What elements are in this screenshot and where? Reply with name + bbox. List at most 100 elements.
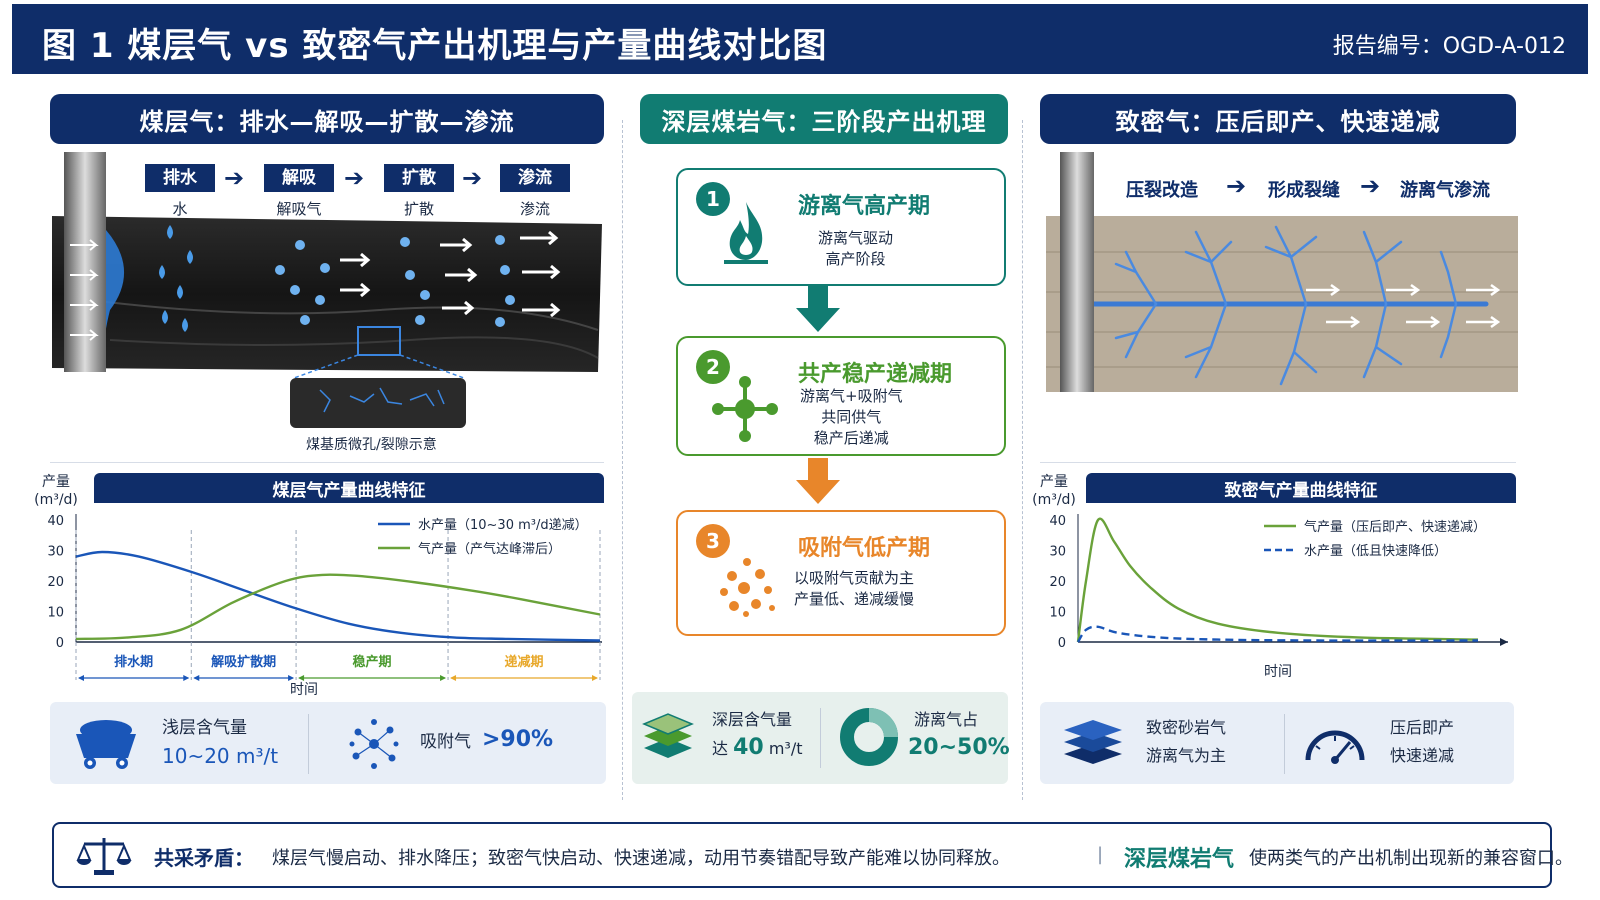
phase-label: 解吸扩散期 [210,654,276,670]
arrow-right-icon: ➔ [224,164,245,192]
stage-text: 以吸附气贡献为主 产量低、递减缓慢 [794,568,914,610]
adsorbed-label: 吸附气 [420,732,471,752]
arrow-right-icon: ➔ [1360,172,1381,200]
stage-line: 产量低、递减缓慢 [794,590,915,608]
sandstone-layers-icon [1064,720,1122,764]
chart1-title: 煤层气产量曲线特征 [94,473,604,503]
scattered-dots-icon [720,558,775,617]
ylabel-text: 产量 (m³/d) [34,474,78,508]
stage-number: 3 [696,524,730,558]
legend-label: 气产量（产气达峰滞后） [418,541,561,557]
shallow-content-value: 10~20 m³/t [162,744,279,768]
series-line-1 [75,573,601,641]
stage-line: 高产阶段 [825,250,886,268]
donut-chart-icon [840,708,898,766]
coal-seam-illustration [52,152,602,428]
step-drainage: 排水 水 [145,164,215,219]
step-seepage: 渗流 渗流 [500,164,570,219]
step-sub: 扩散 [403,200,434,218]
frac-step-2: 形成裂缝 [1268,180,1340,201]
divider [1284,714,1285,774]
step-diffusion: 扩散 扩散 [384,164,454,219]
step-sub: 水 [172,200,188,218]
stage-text: 游离气驱动 高产阶段 [818,228,893,270]
y-tick-label: 0 [1058,636,1066,651]
deep-content-line: 达 40 m³/t [712,734,803,763]
arrow-right-icon: ➔ [462,164,483,192]
step-sub: 渗流 [519,200,550,218]
step-desorption: 解吸 解吸气 [264,164,334,219]
deep-content-label: 深层含气量 [712,710,793,729]
y-tick-label: 10 [1049,606,1066,621]
step-tag: 解吸 [264,164,334,192]
stage-line: 稳产后递减 [813,429,889,447]
coalbed-title: 煤层气：排水—解吸—扩散—渗流 [50,94,604,144]
y-tick-label: 20 [1049,575,1066,590]
flame-icon [724,202,768,264]
stage-2-box: 2 共产稳产递减期 游离气+吸附气 共同供气 稳产后递减 [676,336,1006,456]
tight-gas-stats-panel: 致密砂岩气 游离气为主 压后即产 快速递减 [1040,702,1514,784]
footer-separator: | [1097,844,1104,865]
deep-coal-title: 深层煤岩气：三阶段产出机理 [640,94,1008,144]
y-tick-label: 40 [47,514,64,529]
series-line-0 [1076,517,1479,643]
deep-content-prefix: 达 [712,739,729,758]
layers-icon [642,713,694,758]
stage-line: 共同供气 [821,408,882,426]
step-tag: 扩散 [384,164,454,192]
step-sub: 解吸气 [276,200,322,218]
tight-stat-line: 压后即产 [1390,718,1455,737]
frac-step-1: 压裂改造 [1126,180,1198,201]
fracture-illustration [1046,152,1518,392]
footer-text: 煤层气慢启动、排水降压；致密气快启动、快速递减，动用节奏错配导致产能难以协同释放… [272,848,1010,869]
y-tick-label: 40 [1049,514,1066,529]
stage-line: 游离气+吸附气 [800,387,903,405]
free-gas-value: 20~50% [908,735,1010,760]
divider [1040,462,1516,463]
legend-label: 水产量（低且快速降低） [1304,544,1447,559]
y-tick-label: 10 [47,606,64,621]
stage-line: 以吸附气贡献为主 [794,569,915,587]
stage-line: 游离气驱动 [818,229,894,247]
series-line-0 [75,550,601,642]
phase-label: 排水期 [114,654,153,670]
inset-caption: 煤基质微孔/裂隙示意 [306,437,437,453]
footer-highlight: 深层煤岩气 [1124,847,1235,872]
y-tick-label: 30 [47,545,64,560]
arrow-down-icon [796,286,840,332]
molecule-icon [712,376,778,442]
column-divider-left [622,120,623,800]
shallow-content-label: 浅层含气量 [162,718,247,738]
coalbed-stats-panel: 浅层含气量 10~20 m³/t 吸附气 >90% [50,702,606,784]
conflict-footer: 共采矛盾： 煤层气慢启动、排水降压；致密气快启动、快速递减，动用节奏错配导致产能… [52,822,1573,888]
header-bar: 图 1 煤层气 vs 致密气产出机理与产量曲线对比图 报告编号：OGD-A-01… [12,4,1588,74]
arrow-right-icon: ➔ [1226,172,1247,200]
report-number: 报告编号：OGD-A-012 [1332,34,1566,59]
tight-stat-line: 致密砂岩气 [1146,718,1227,737]
column-divider-right [1022,120,1023,800]
stage-3-box: 3 吸附气低产期 以吸附气贡献为主 产量低、递减缓慢 [676,510,1006,636]
divider [308,714,309,774]
coalbed-production-chart: 010203040排水期解吸扩散期稳产期递减期水产量（10~30 m³/d递减）… [47,514,602,698]
arrow-right-icon: ➔ [344,164,365,192]
stage-number: 1 [696,182,730,216]
chart2-ylabel: 产量 (m³/d) [1028,473,1080,509]
balance-scale-icon [76,838,132,875]
tight-stat-line: 快速递减 [1390,746,1455,765]
deep-content-unit: m³/t [768,739,803,758]
chart2-title: 致密气产量曲线特征 [1086,473,1516,503]
y-tick-label: 0 [56,636,64,651]
divider [820,708,821,768]
stage-text: 游离气+吸附气 共同供气 稳产后递减 [800,386,903,449]
adsorbed-value: >90% [482,727,554,752]
stage-number: 2 [696,350,730,384]
stage-title: 共产稳产递减期 [798,362,953,387]
gauge-icon [1305,730,1365,764]
arrow-down-icon [796,458,840,504]
tight-stat-line: 游离气为主 [1146,746,1227,765]
stage-title: 吸附气低产期 [798,536,931,561]
tight-gas-title: 致密气：压后即产、快速递减 [1040,94,1516,144]
legend-label: 水产量（10~30 m³/d递减） [418,518,588,533]
footer-label: 共采矛盾： [154,846,254,870]
